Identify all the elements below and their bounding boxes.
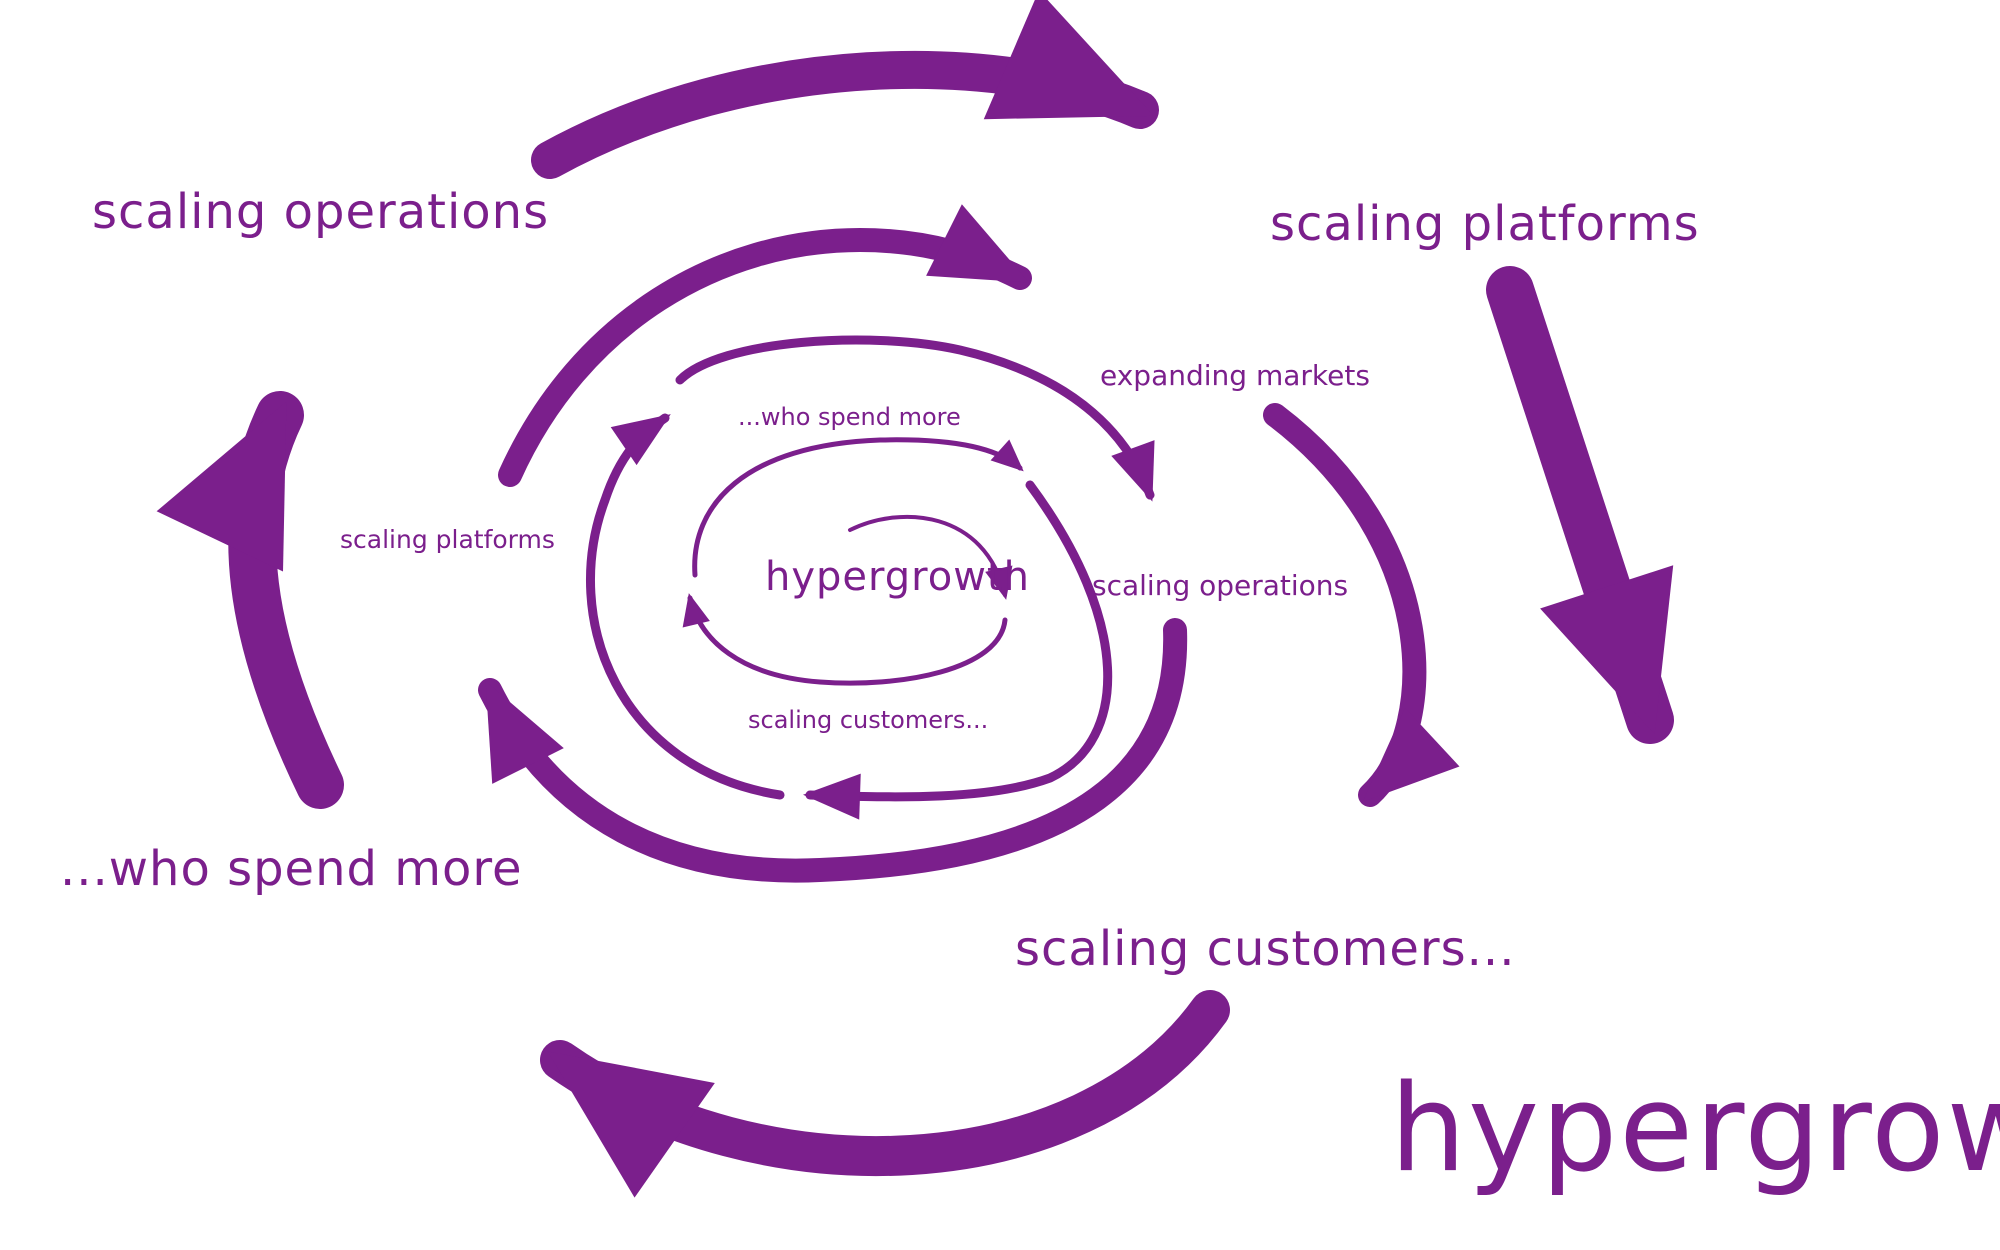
middle-ring (478, 204, 1460, 883)
middle-arrow-top (498, 204, 1032, 487)
innermost-arrow-top (692, 437, 1024, 578)
result-label-hypergrowth: hypergrowth (1390, 1060, 2000, 1199)
innermost-loop (682, 437, 1024, 686)
middle-arrow-right (1263, 403, 1460, 807)
outer-label-scaling-customers: scaling customers... (1015, 921, 1515, 977)
middle-label-expanding-markets: expanding markets (1100, 359, 1370, 392)
innermost-arrow-small (848, 514, 1013, 600)
innermost-arrow-bottom (682, 593, 1008, 686)
inner-arrow-top (675, 335, 1155, 502)
outer-arrow-left (156, 391, 344, 809)
outer-label-who-spend-more: ...who spend more (60, 841, 523, 897)
inner-arrow-left (586, 413, 785, 800)
outer-label-scaling-platforms: scaling platforms (1270, 196, 1700, 252)
inner-label-scaling-customers: scaling customers... (748, 706, 988, 734)
inner-label-hypergrowth: hypergrowth (765, 554, 1030, 600)
outer-label-scaling-operations: scaling operations (92, 184, 549, 240)
middle-arrow-bottom-left (478, 618, 1188, 883)
outer-arrow-bottom (540, 990, 1230, 1198)
outer-arrow-right (1486, 266, 1674, 744)
inner-ring (586, 335, 1155, 820)
outer-arrow-top (531, 0, 1159, 179)
middle-label-scaling-platforms: scaling platforms (340, 525, 555, 554)
outer-ring (156, 0, 1674, 1198)
middle-label-scaling-operations: scaling operations (1092, 569, 1348, 602)
inner-arrow-right-bottom (803, 480, 1113, 820)
inner-label-who-spend-more: ...who spend more (738, 403, 961, 431)
